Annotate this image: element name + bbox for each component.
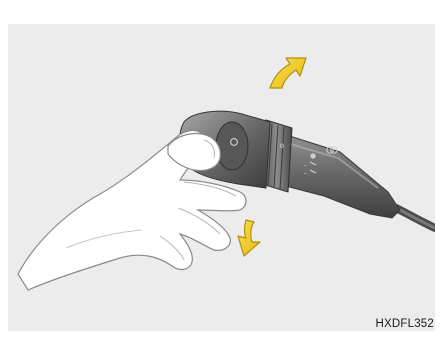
arrow-down-icon bbox=[238, 220, 260, 256]
svg-text:0: 0 bbox=[280, 143, 284, 150]
lever-cable bbox=[396, 208, 435, 228]
illustration-panel: - - 0 bbox=[8, 24, 435, 331]
hand-illustration bbox=[18, 130, 246, 290]
arrow-up-icon bbox=[270, 58, 306, 88]
lever-illustration: - - 0 bbox=[8, 24, 435, 331]
figure-code-label: HXDFL352 bbox=[376, 318, 435, 330]
